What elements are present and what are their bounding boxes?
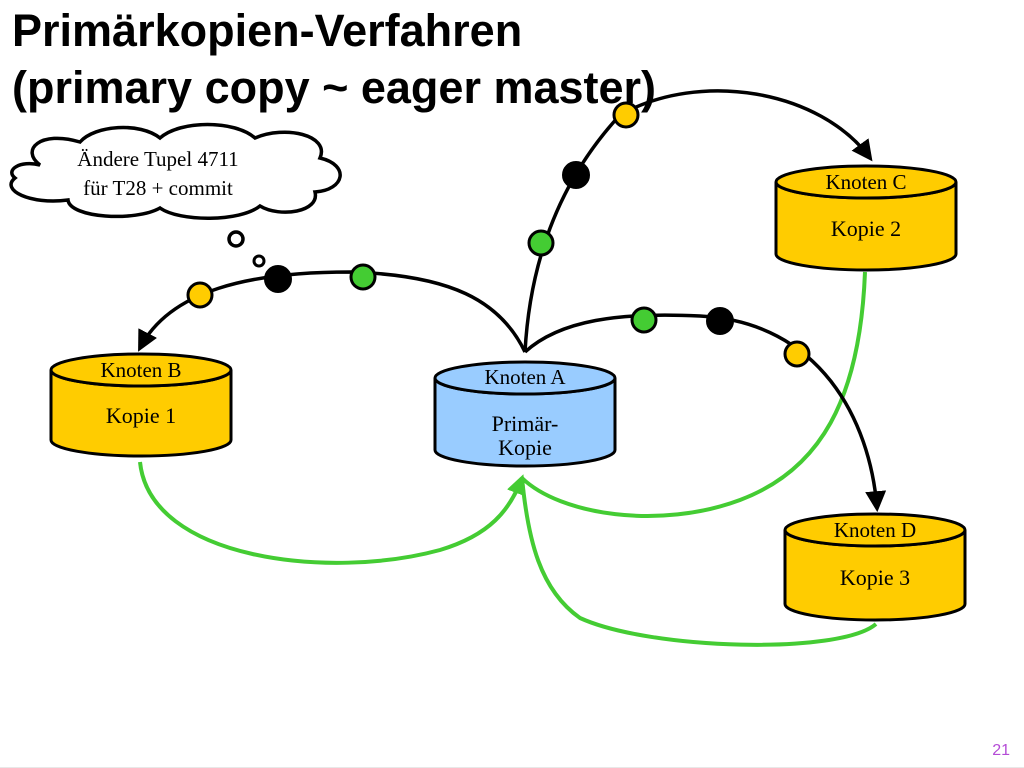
message-dot-green [630, 306, 658, 334]
bubble-text-line-1: Ändere Tupel 4711 [77, 147, 238, 171]
slide-number: 21 [992, 742, 1010, 759]
node-b-database: Knoten B Kopie 1 [49, 352, 233, 458]
node-a-label-line-1: Primär- [492, 411, 559, 436]
node-b-name: Knoten B [100, 358, 181, 382]
arrow-a-to-b [138, 270, 527, 353]
ack-line-b-to-a [138, 461, 526, 565]
ack-line-c-to-a [520, 271, 867, 518]
bubble-trail-dot [252, 254, 266, 268]
node-d-label: Kopie 3 [840, 565, 910, 590]
slide-title: Primärkopien-Verfahren (primary copy ~ e… [12, 2, 656, 116]
message-dot-green [349, 263, 377, 291]
message-dot-green [527, 229, 555, 257]
node-a-database: Knoten A Primär- Kopie [433, 360, 617, 468]
node-d-database: Knoten D Kopie 3 [783, 512, 967, 622]
cloud-shape [9, 122, 342, 220]
message-dot-yellow [612, 101, 640, 129]
message-dot-black [264, 265, 292, 293]
message-dot-yellow [186, 281, 214, 309]
ack-line-d-to-a [520, 477, 878, 647]
title-line-1: Primärkopien-Verfahren [12, 5, 523, 56]
title-line-2: (primary copy ~ eager master) [12, 62, 657, 113]
node-c-name: Knoten C [825, 170, 906, 194]
bubble-trail-dot [227, 230, 245, 248]
node-d-name: Knoten D [834, 518, 916, 542]
node-a-label-line-2: Kopie [498, 435, 552, 460]
bubble-text-line-2: für T28 + commit [83, 176, 233, 200]
message-dot-black [706, 307, 734, 335]
message-dot-black [562, 161, 590, 189]
thought-bubble: Ändere Tupel 4711 für T28 + commit [9, 122, 342, 268]
message-dot-yellow [783, 340, 811, 368]
node-b-label: Kopie 1 [106, 403, 176, 428]
node-c-label: Kopie 2 [831, 216, 901, 241]
node-a-name: Knoten A [484, 365, 566, 389]
node-c-database: Knoten C Kopie 2 [774, 164, 958, 272]
